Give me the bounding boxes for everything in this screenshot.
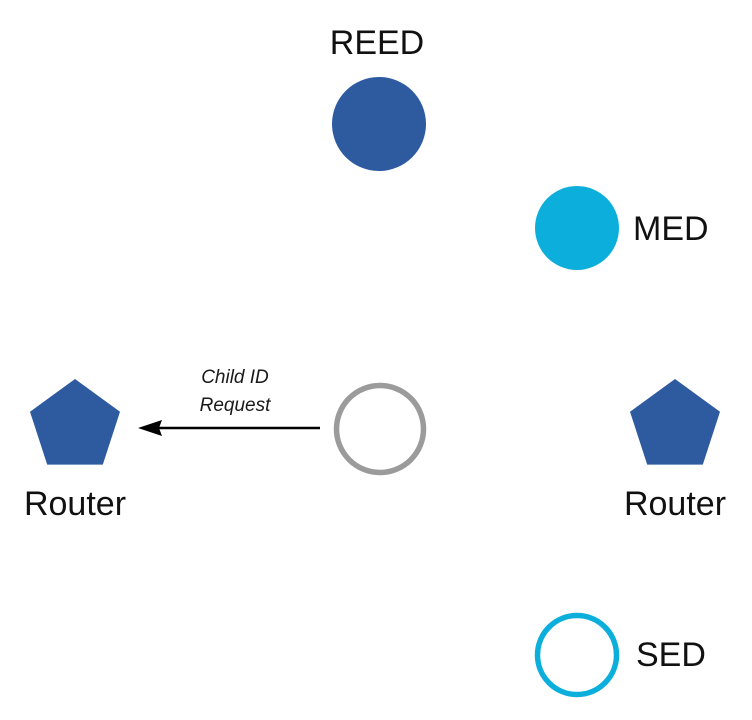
edge-child-id-request: Child ID Request (138, 367, 320, 436)
router-left-pentagon-icon[interactable] (30, 379, 120, 465)
leader-circle-outline-icon[interactable] (333, 382, 427, 476)
node-leader[interactable] (333, 382, 427, 476)
node-router-right[interactable]: Router (624, 379, 726, 523)
node-label-router-left: Router (24, 485, 126, 523)
edge-label-child-id-request-line1: Child ID (201, 367, 269, 388)
reed-circle-icon[interactable] (332, 77, 426, 171)
router-right-pentagon-icon[interactable] (630, 379, 720, 465)
node-router-left[interactable]: Router (24, 379, 126, 523)
med-circle-icon[interactable] (535, 186, 619, 270)
node-med[interactable]: MED (535, 186, 709, 270)
node-label-sed: SED (636, 636, 706, 674)
edge-label-child-id-request-line2: Request (200, 395, 271, 416)
node-label-reed: REED (330, 24, 424, 62)
sed-circle-outline-icon[interactable] (534, 612, 620, 698)
child-id-request-arrowhead (138, 420, 162, 436)
node-sed[interactable]: SED (534, 612, 706, 698)
node-reed[interactable]: REED (330, 24, 426, 171)
node-label-med: MED (633, 210, 709, 248)
node-label-router-right: Router (624, 485, 726, 523)
